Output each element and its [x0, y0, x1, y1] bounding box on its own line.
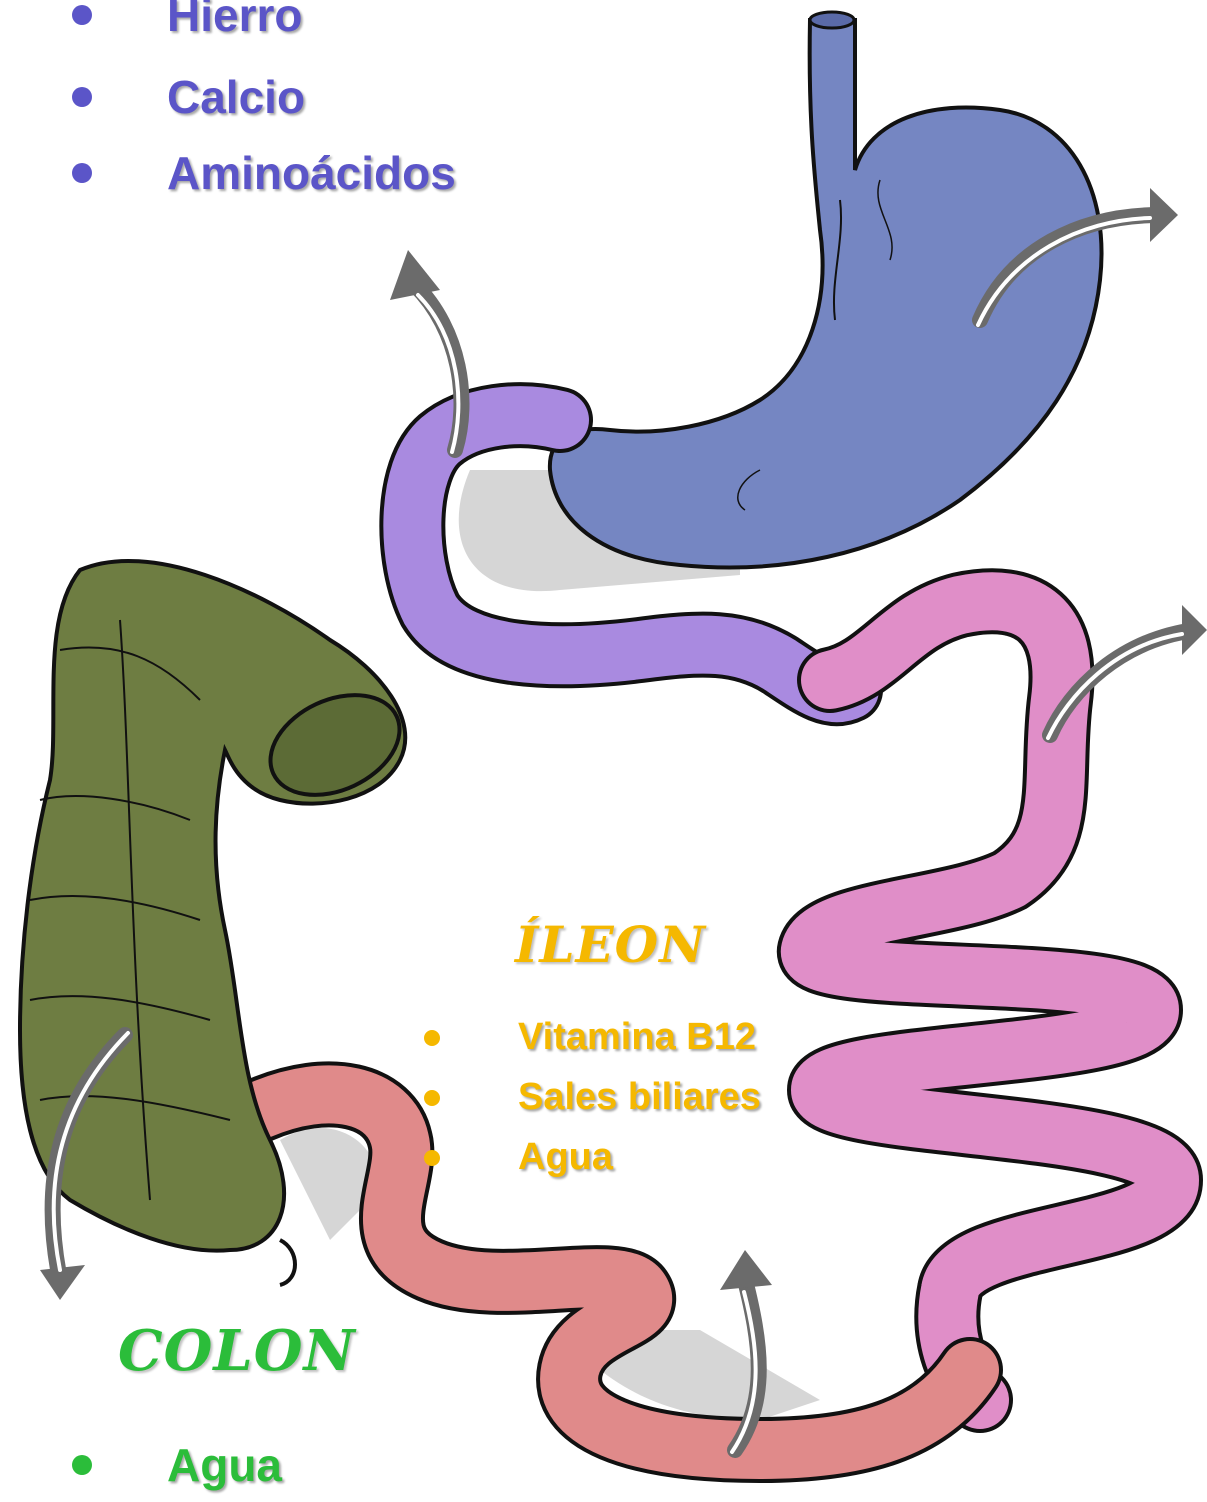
- bullet-icon: [72, 1455, 92, 1475]
- nutrient-label: Aminoácidos: [167, 146, 456, 200]
- bullet-icon: [72, 87, 92, 107]
- arrowhead-jejunum: [1182, 605, 1207, 655]
- nutrient-label: Sales biliares: [518, 1076, 761, 1119]
- bullet-icon: [424, 1090, 440, 1106]
- bullet-icon: [424, 1030, 440, 1046]
- nutrient-label: Hierro: [167, 0, 302, 42]
- list-item: Aminoácidos: [72, 146, 456, 200]
- bullet-icon: [424, 1150, 440, 1166]
- colon-title: COLON: [118, 1318, 356, 1384]
- list-item: Agua: [72, 1438, 282, 1492]
- nutrient-label: Agua: [518, 1136, 613, 1179]
- list-item: Sales biliares: [424, 1076, 761, 1119]
- arrowhead-duodenum: [390, 250, 440, 300]
- list-item: Calcio: [72, 70, 305, 124]
- arrowhead-stomach: [1150, 188, 1178, 242]
- bullet-icon: [72, 5, 92, 25]
- list-item: Agua: [424, 1136, 613, 1179]
- nutrient-label: Calcio: [167, 70, 305, 124]
- nutrient-label: Vitamina B12: [518, 1016, 756, 1059]
- stomach: [550, 12, 1102, 567]
- bullet-icon: [72, 163, 92, 183]
- esophagus: [550, 20, 1102, 567]
- ileon-title: ÍLEON: [515, 915, 706, 974]
- arrowhead-ileum: [720, 1250, 772, 1290]
- nutrient-label: Agua: [167, 1438, 282, 1492]
- list-item: Hierro: [72, 0, 302, 42]
- esophagus-opening: [810, 12, 854, 28]
- arrowhead-colon: [40, 1265, 85, 1300]
- list-item: Vitamina B12: [424, 1016, 756, 1059]
